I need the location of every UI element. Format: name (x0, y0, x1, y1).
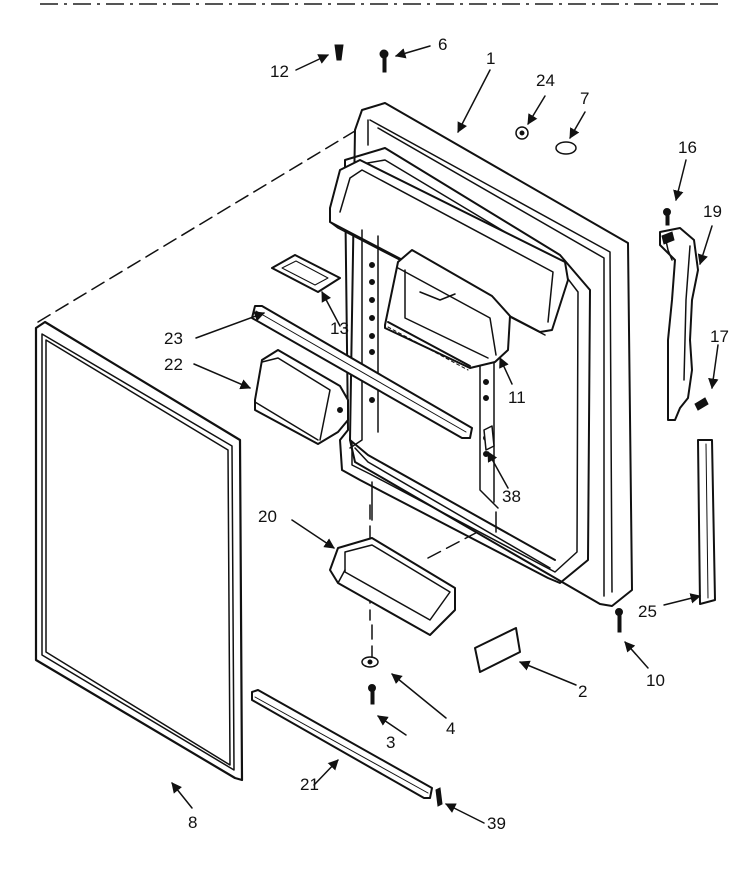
callout-6: 6 (438, 35, 447, 54)
screw-part-16 (663, 208, 671, 226)
callout-17: 17 (710, 327, 729, 346)
leader-lines (171, 45, 719, 824)
callout-13: 13 (330, 319, 349, 338)
door-bin-part-20 (329, 537, 456, 636)
callout-23: 23 (164, 329, 183, 348)
callout-38: 38 (502, 487, 521, 506)
screw-part-17 (694, 397, 709, 411)
screw-part-3 (368, 684, 376, 705)
callout-3: 3 (386, 733, 395, 752)
screw-part-10 (615, 608, 623, 633)
callout-12: 12 (270, 62, 289, 81)
screw-part-12 (334, 44, 344, 61)
callout-39: 39 (487, 814, 506, 833)
callout-20: 20 (258, 507, 277, 526)
door-handle-part-19 (659, 227, 699, 421)
dairy-compartment-part-11 (384, 249, 511, 371)
callout-1: 1 (486, 49, 495, 68)
callout-25: 25 (638, 602, 657, 621)
callout-labels: 12 6 1 24 7 16 19 17 23 22 13 11 38 20 2… (164, 35, 729, 833)
callout-2: 2 (578, 682, 587, 701)
callout-11: 11 (508, 388, 526, 407)
door-gasket-part-8 (34, 320, 244, 782)
cap-part-7 (555, 141, 577, 155)
callout-4: 4 (446, 719, 455, 738)
egg-tray-part-13 (271, 254, 341, 293)
callout-16: 16 (678, 138, 697, 157)
callout-22: 22 (164, 355, 183, 374)
butter-bin-part-22 (254, 349, 349, 445)
screw-part-6 (379, 49, 389, 73)
callout-24: 24 (536, 71, 555, 90)
lower-trim-part-21 (251, 689, 433, 799)
callout-7: 7 (580, 89, 589, 108)
bushing-part-38 (483, 425, 495, 451)
callout-21: 21 (300, 775, 319, 794)
callout-19: 19 (703, 202, 722, 221)
washer-part-4 (361, 656, 379, 668)
callout-8: 8 (188, 813, 197, 832)
trim-strip-part-25 (697, 439, 716, 605)
clip-part-39 (435, 787, 443, 807)
callout-10: 10 (646, 671, 665, 690)
cover-plate-part-2 (474, 627, 521, 673)
shelf-slots-left (369, 262, 375, 403)
plug-part-24 (515, 126, 529, 140)
